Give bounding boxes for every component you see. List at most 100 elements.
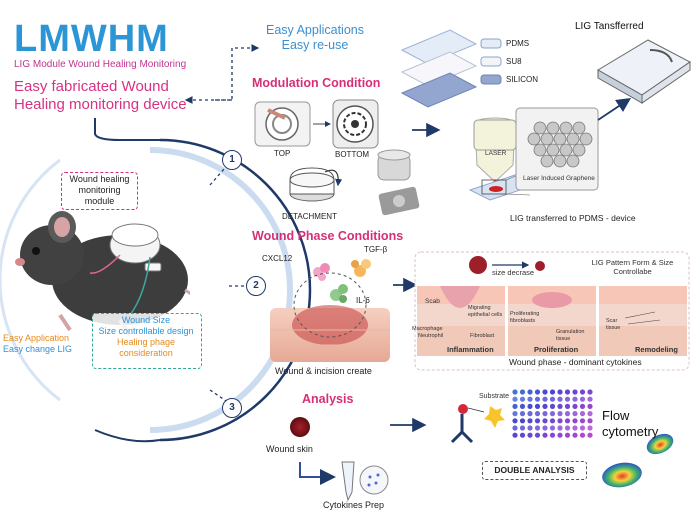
top-label: TOP — [274, 149, 291, 158]
plate-well — [549, 432, 556, 438]
il6-label: IL-6 — [356, 296, 370, 305]
plate-well — [557, 418, 563, 424]
plate-well — [542, 396, 548, 402]
graphene-illustration — [515, 107, 599, 191]
connector-step-3 — [209, 389, 233, 406]
annot-scab: Scab — [425, 298, 440, 305]
plate-well — [587, 411, 593, 417]
plate-well — [527, 389, 533, 395]
cytokine-illustration — [313, 259, 371, 303]
wound-size-line3: Healing phage consideration — [116, 337, 176, 358]
antibody-illustration — [450, 404, 505, 444]
device-top-illustration — [254, 101, 311, 147]
plate-well — [519, 403, 526, 409]
easy-applications-label: Easy Applications Easy re-use — [266, 23, 364, 52]
plate-well — [534, 389, 541, 395]
wound-incision-caption: Wound & incision create — [275, 366, 372, 376]
plate-well — [512, 389, 518, 395]
plate-well — [564, 396, 571, 402]
phase-proliferation: Proliferation — [534, 345, 579, 354]
legend-su8: SU8 — [506, 57, 522, 66]
easy-change-lig-label: Easy change LIG — [3, 344, 73, 354]
plate-well — [519, 432, 526, 438]
wound-phase-title: Wound Phase Conditions — [252, 229, 404, 243]
plate-well — [534, 432, 541, 438]
plate-well — [549, 403, 556, 409]
plate-well — [587, 418, 593, 424]
plate-well — [542, 418, 548, 424]
pattern-note: LIG Pattern Form & Size Controllabe — [591, 258, 674, 276]
plate-well — [564, 418, 571, 424]
wound-skin-label: Wound skin — [266, 444, 313, 454]
legend-silicon: SILICON — [506, 75, 539, 84]
wound-size-box — [92, 313, 202, 369]
plate-well — [519, 425, 526, 431]
plate-well — [512, 411, 518, 417]
plate-well — [564, 425, 571, 431]
plate-well — [549, 418, 556, 424]
plate-well — [587, 396, 593, 402]
plate-well — [549, 425, 556, 431]
lig-transferred-caption: LIG transferred to PDMS - device — [510, 213, 636, 223]
plate-well — [579, 418, 586, 424]
plate-well — [527, 403, 533, 409]
tgfb-label: TGF-β — [364, 245, 388, 254]
plate-well — [579, 425, 586, 431]
cxcl12-label: CXCL12 — [262, 254, 293, 263]
lig-transferred-title: LIG Tansfferred — [575, 21, 644, 32]
plate-well — [572, 418, 578, 424]
plate-well — [519, 396, 526, 402]
legend-pdms: PDMS — [506, 39, 530, 48]
wound-size-line1: Wound Size — [121, 315, 171, 325]
flow-cytometry-text: Flow cytometry — [602, 408, 659, 439]
wound-size-text: Wound Size Size controllable design Heal… — [92, 315, 200, 359]
plate-well — [564, 389, 571, 395]
plate-well — [549, 411, 556, 417]
device-title: Easy fabricated Wound Healing monitoring… — [14, 78, 187, 113]
plate-well — [519, 389, 526, 395]
bottom-label: BOTTOM — [335, 150, 370, 159]
plate-well — [542, 425, 548, 431]
device-detachment-illustration — [289, 167, 343, 202]
phase-inflammation: Inflammation — [447, 345, 494, 354]
plate-well — [527, 425, 533, 431]
plate-well — [587, 425, 593, 431]
plate-well — [557, 403, 563, 409]
plate-well — [542, 403, 548, 409]
plate-well — [527, 396, 533, 402]
flow-cytometry-plots — [602, 433, 674, 488]
device-photo — [377, 149, 420, 216]
plate-well — [512, 396, 518, 402]
plate-well — [549, 389, 556, 395]
wound-skin-illustration — [270, 272, 390, 362]
device-bottom-illustration — [332, 99, 379, 149]
step-badge-2: 2 — [246, 276, 266, 296]
plate-well — [557, 389, 563, 395]
step-badge-1: 1 — [222, 150, 242, 170]
connector-easy-apps — [215, 44, 260, 101]
logo-subtitle: LIG Module Wound Healing Monitoring — [14, 59, 187, 70]
plate-well — [579, 411, 586, 417]
annot-fibroblast: Fibroblast — [470, 333, 495, 339]
plate-well — [572, 425, 578, 431]
plate-well — [557, 425, 563, 431]
phase-panel — [414, 251, 690, 371]
lig-transferred-sheet — [597, 39, 691, 104]
plate-well — [512, 425, 518, 431]
cytokines-prep-label: Cytokines Prep — [323, 500, 385, 510]
plate-well — [534, 403, 541, 409]
plate-well — [564, 432, 571, 438]
plate-well — [572, 389, 578, 395]
plate-well — [534, 411, 541, 417]
plate-well — [557, 396, 563, 402]
plate-well — [557, 411, 563, 417]
phase-caption: Wound phase - dominant cytokines — [509, 357, 642, 367]
plate-well — [534, 418, 541, 424]
plate-well — [572, 403, 578, 409]
plate-well — [542, 411, 548, 417]
analysis-illustration — [290, 417, 389, 502]
flow-cytometry-label: Flow cytometry — [602, 408, 672, 440]
plate-well — [519, 418, 526, 424]
step-badge-3: 3 — [222, 398, 242, 418]
plate-well — [557, 432, 563, 438]
